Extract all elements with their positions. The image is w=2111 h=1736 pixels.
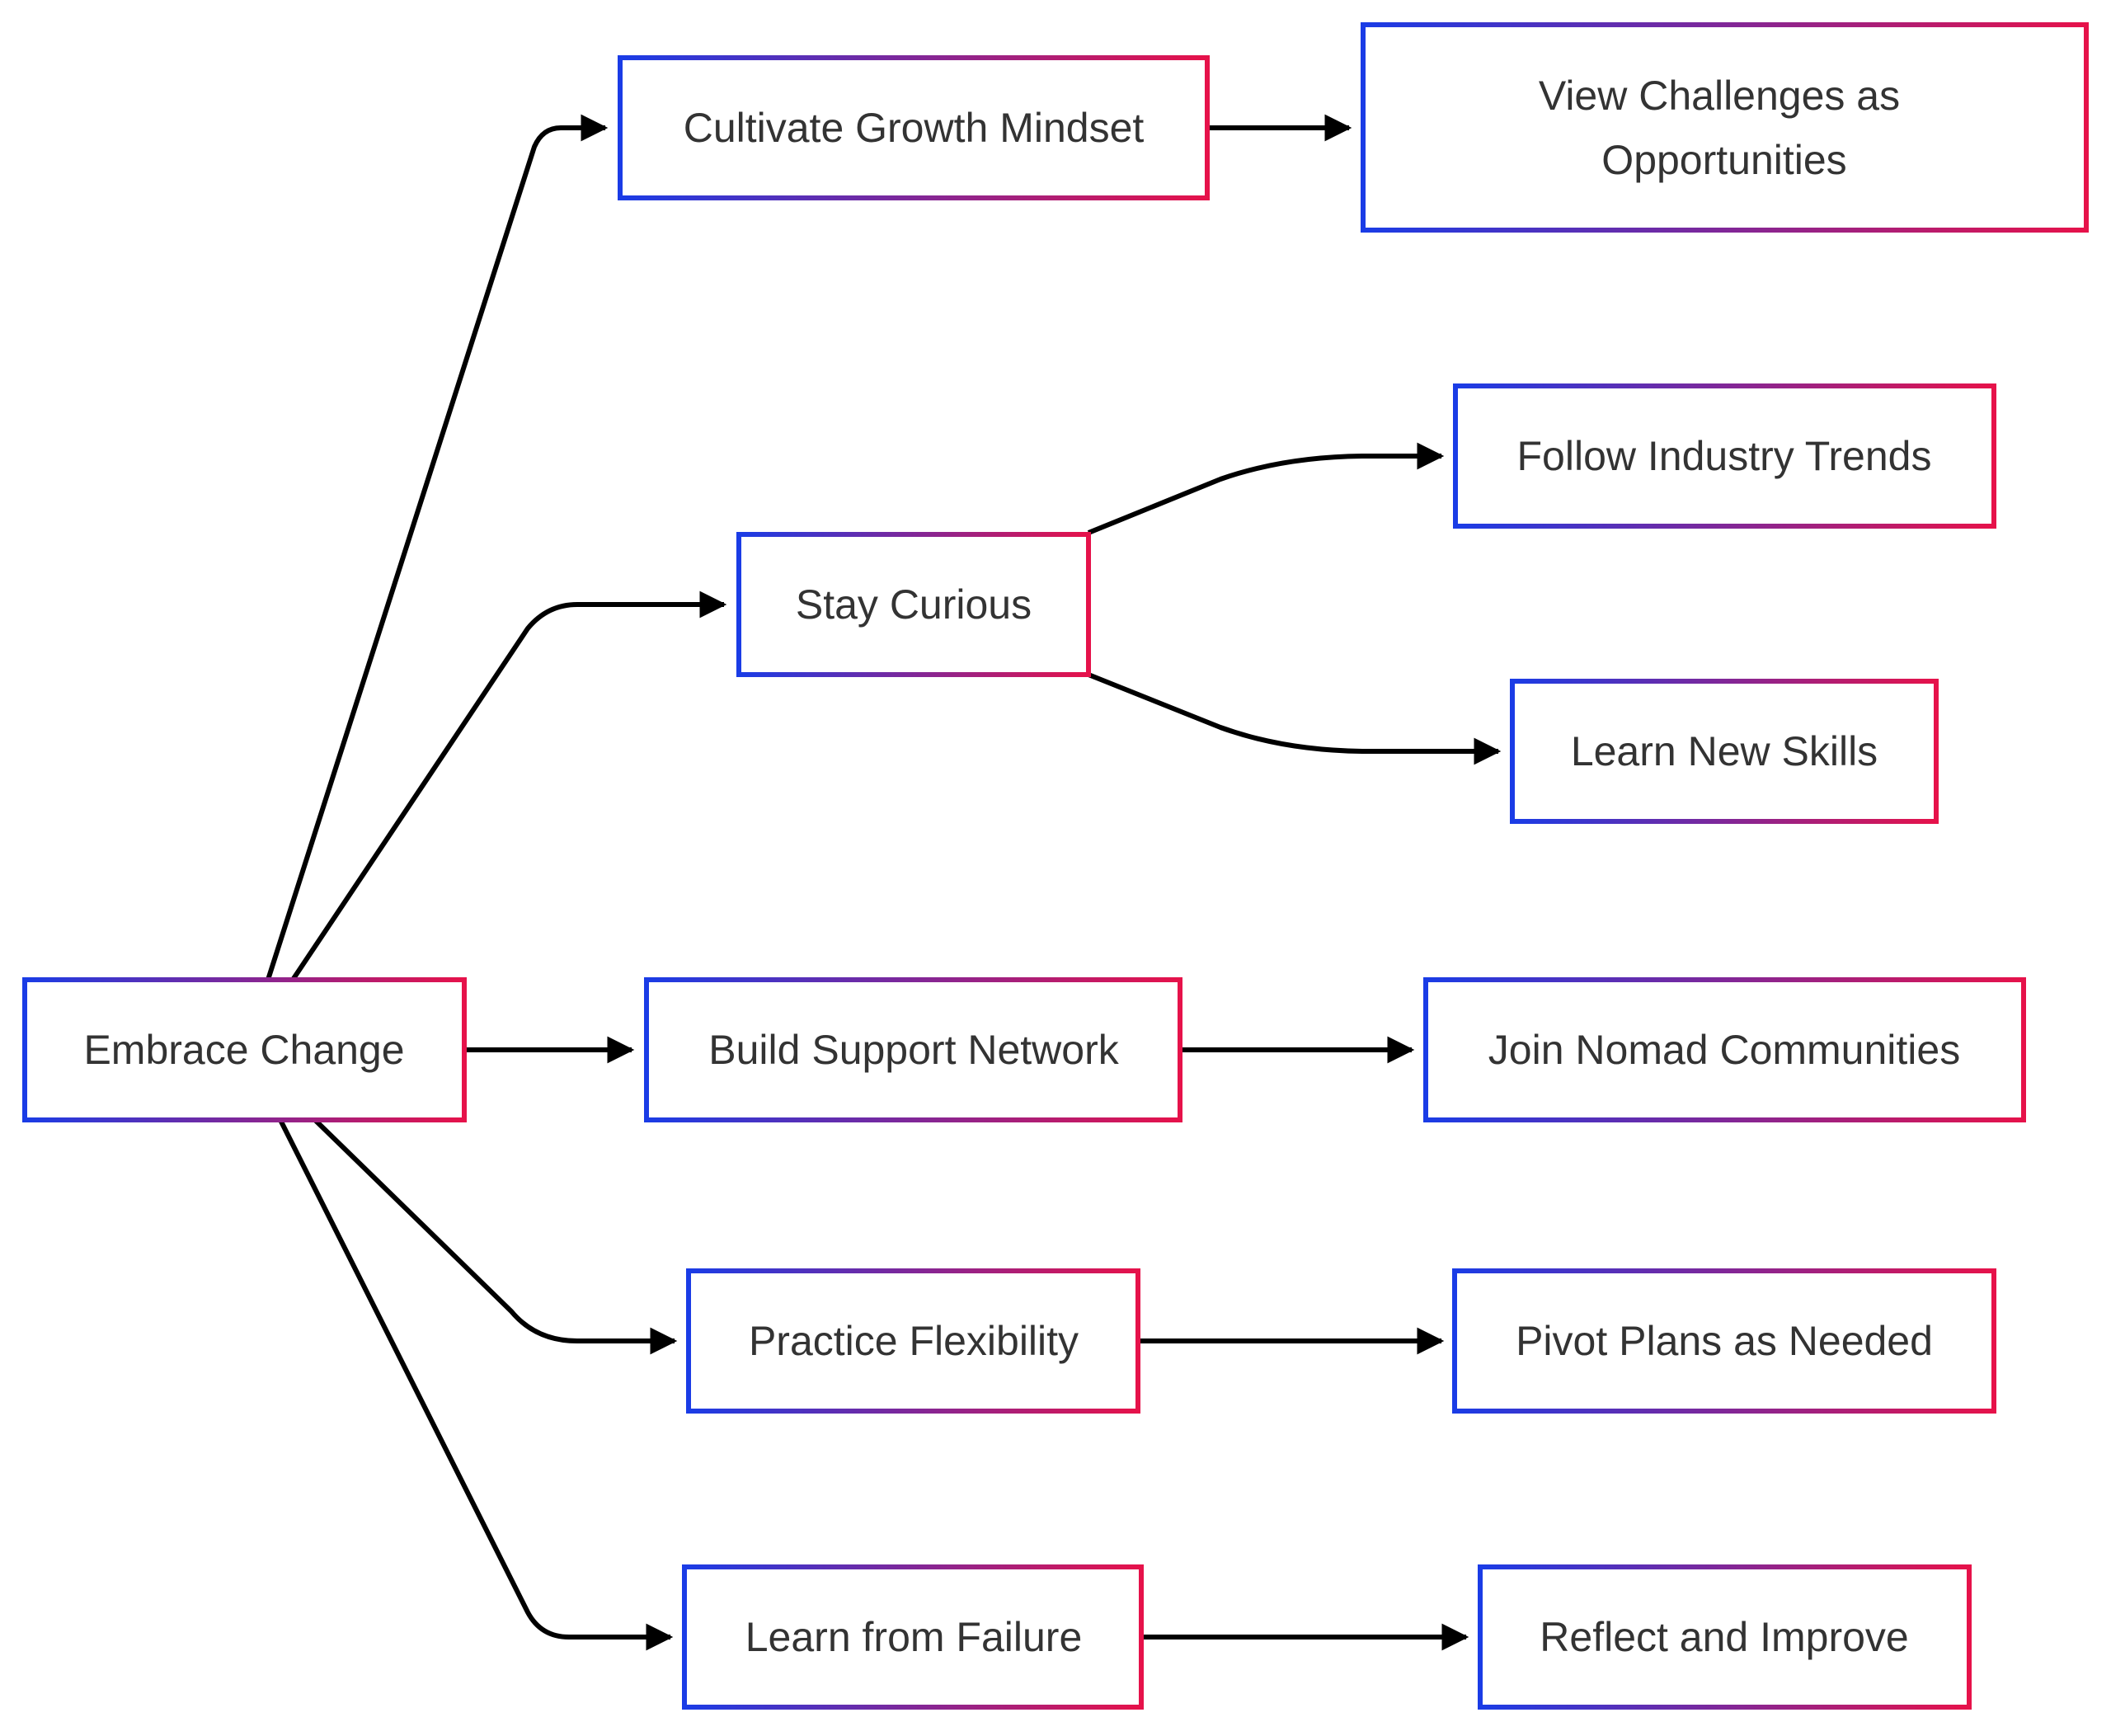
node-join-nomad-communities[interactable]: Join Nomad Communities [1423, 977, 2026, 1122]
edges [266, 114, 1502, 1651]
node-pivot-plans-label: Pivot Plans as Needed [1516, 1318, 1933, 1364]
node-build-support-network[interactable]: Build Support Network [644, 977, 1182, 1122]
node-build-support-network-label: Build Support Network [708, 1027, 1119, 1073]
node-reflect-and-improve[interactable]: Reflect and Improve [1478, 1564, 1972, 1710]
edge-embrace-to-curious [290, 590, 727, 981]
node-learn-new-skills-label: Learn New Skills [1571, 728, 1878, 774]
node-view-challenges-label-line2: Opportunities [1601, 137, 1846, 183]
edge-curious-to-trends [1087, 442, 1445, 535]
node-embrace-change[interactable]: Embrace Change [22, 977, 467, 1122]
node-cultivate-growth-mindset-label: Cultivate Growth Mindset [684, 105, 1145, 151]
node-pivot-plans[interactable]: Pivot Plans as Needed [1452, 1268, 1996, 1414]
node-view-challenges[interactable]: View Challenges as Opportunities [1361, 22, 2089, 233]
node-stay-curious-label: Stay Curious [796, 581, 1032, 628]
node-learn-from-failure-label: Learn from Failure [745, 1614, 1083, 1660]
node-reflect-and-improve-label: Reflect and Improve [1540, 1614, 1908, 1660]
node-join-nomad-communities-label: Join Nomad Communities [1488, 1027, 1960, 1073]
node-cultivate-growth-mindset[interactable]: Cultivate Growth Mindset [618, 55, 1210, 200]
node-practice-flexibility-label: Practice Flexibility [749, 1318, 1079, 1364]
edge-embrace-to-growth [266, 114, 609, 981]
edge-embrace-to-flexibility [313, 1117, 678, 1355]
node-learn-from-failure[interactable]: Learn from Failure [682, 1564, 1144, 1710]
node-practice-flexibility[interactable]: Practice Flexibility [686, 1268, 1140, 1414]
node-embrace-change-label: Embrace Change [83, 1027, 404, 1073]
node-learn-new-skills[interactable]: Learn New Skills [1510, 679, 1939, 824]
node-follow-industry-trends[interactable]: Follow Industry Trends [1453, 383, 1996, 529]
node-stay-curious[interactable]: Stay Curious [736, 532, 1091, 677]
edge-embrace-to-failure [278, 1118, 674, 1651]
node-follow-industry-trends-label: Follow Industry Trends [1517, 433, 1932, 479]
edge-curious-to-skills [1087, 672, 1502, 765]
node-view-challenges-label-line1: View Challenges as [1539, 73, 1900, 119]
